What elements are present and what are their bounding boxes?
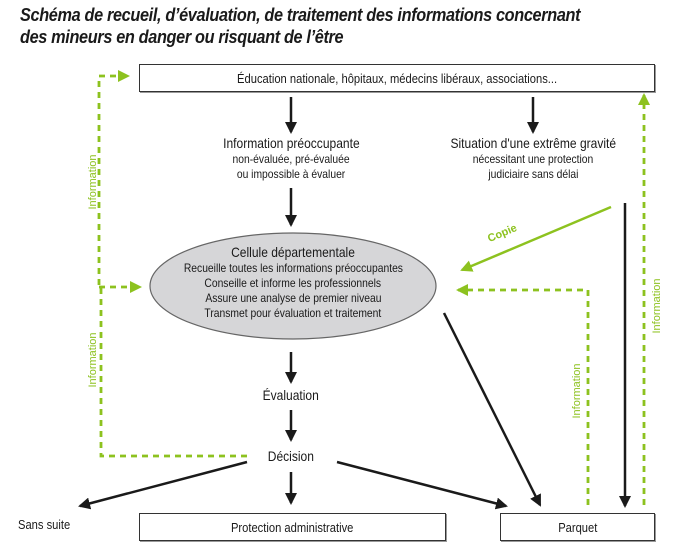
cellule-ellipse	[149, 232, 437, 340]
arrow-copie	[460, 205, 612, 272]
extreme-gravite-node: Situation d'une extrême gravité nécessit…	[418, 135, 648, 182]
edge-label-information-left-top: Information	[87, 142, 99, 222]
edge-label-information-right-inner: Information	[571, 351, 583, 431]
arrow-decision-to-sans-suite	[78, 460, 248, 510]
cellule-node: Cellule départementale Recueille toutes …	[150, 244, 436, 321]
information-text: Information	[87, 332, 99, 388]
title-line-1: Schéma de recueil, d’évaluation, de trai…	[20, 4, 581, 25]
protection-administrative-box: Protection administrative	[139, 513, 446, 541]
arrow-decision-to-parquet	[336, 460, 508, 510]
sans-suite-node: Sans suite	[18, 517, 79, 532]
extreme-gravite-title: Situation d'une extrême gravité	[450, 135, 616, 151]
edge-label-information-right-outer: Information	[651, 266, 663, 346]
sources-box: Éducation nationale, hôpitaux, médecins …	[139, 64, 655, 92]
evaluation-node: Évaluation	[241, 387, 341, 404]
info-preoccupante-title: Information préoccupante	[222, 135, 360, 151]
diagram-title: Schéma de recueil, d’évaluation, de trai…	[20, 4, 581, 48]
cellule-title: Cellule départementale	[231, 244, 355, 260]
info-preoccupante-line1: non-évaluée, pré-évaluée	[232, 152, 350, 166]
extreme-gravite-line1: nécessitant une protection	[472, 152, 594, 166]
decision-node: Décision	[241, 448, 341, 465]
title-line-2: des mineurs en danger ou risquant de l’ê…	[20, 26, 344, 47]
extreme-gravite-line2: judiciaire sans délai	[487, 167, 579, 181]
info-preoccupante-line2: ou impossible à évaluer	[236, 167, 346, 181]
dashed-decision-to-left	[99, 287, 247, 458]
sources-label: Éducation nationale, hôpitaux, médecins …	[236, 70, 558, 86]
cellule-line: Assure une analyse de premier niveau	[204, 291, 382, 305]
information-preoccupante-node: Information préoccupante non-évaluée, pr…	[191, 135, 391, 182]
cellule-line: Conseille et informe les professionnels	[204, 276, 382, 290]
sans-suite-label: Sans suite	[18, 517, 71, 532]
edge-label-information-left-bottom: Information	[87, 320, 99, 400]
decision-label: Décision	[267, 448, 315, 464]
arrow-cellule-to-parquet	[442, 312, 542, 507]
dashed-parquet-to-cellule	[456, 284, 590, 505]
information-text: Information	[87, 154, 99, 210]
protection-administrative-label: Protection administrative	[231, 519, 354, 535]
information-text: Information	[651, 278, 663, 334]
parquet-box: Parquet	[500, 513, 655, 541]
dashed-left-loop-top	[97, 70, 130, 285]
information-text: Information	[571, 363, 583, 419]
evaluation-label: Évaluation	[262, 387, 320, 403]
cellule-line: Recueille toutes les informations préocc…	[183, 261, 403, 275]
cellule-line: Transmet pour évaluation et traitement	[204, 306, 382, 320]
parquet-label: Parquet	[557, 519, 598, 535]
